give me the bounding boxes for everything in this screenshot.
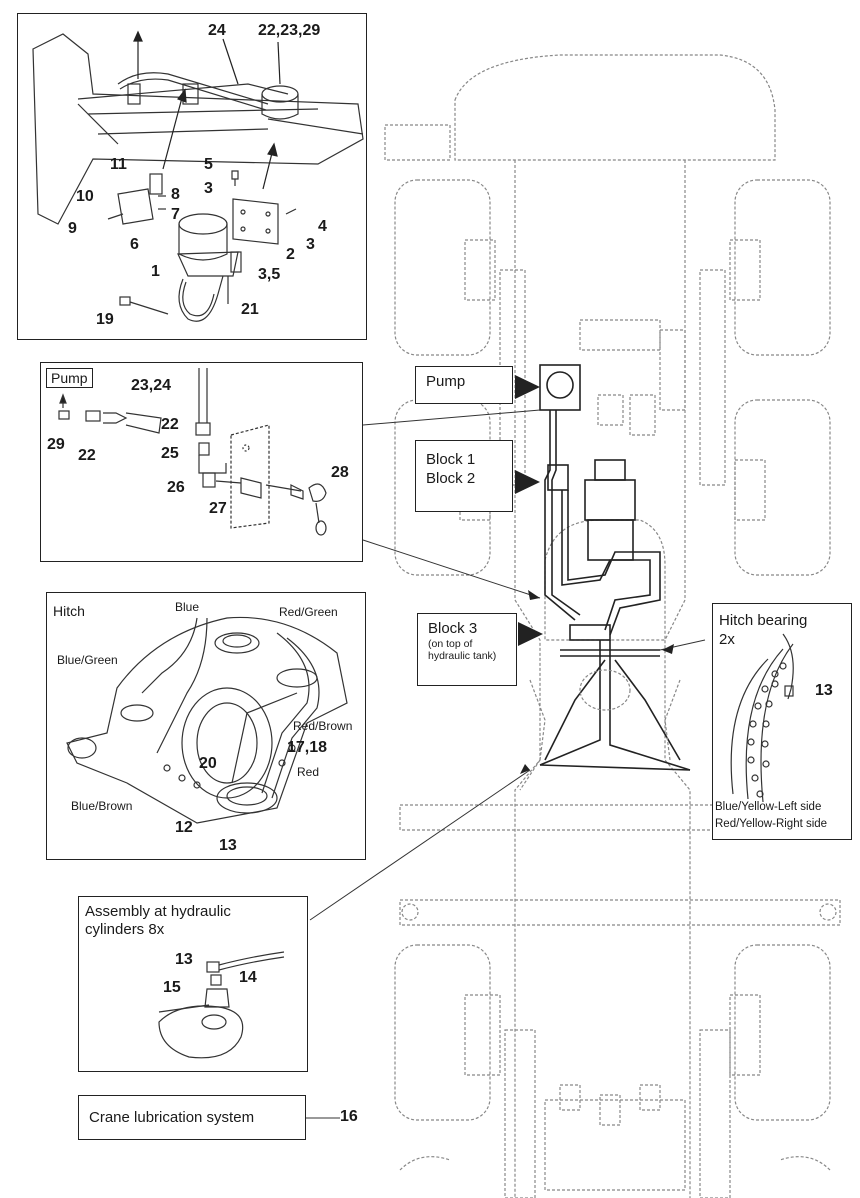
hitch-bearing-count: 2x: [719, 631, 735, 648]
part-number: 17,18: [287, 739, 328, 756]
part-number: 22,23,29: [258, 22, 321, 39]
hose-color-label: Blue: [175, 600, 200, 614]
part-number: 22: [78, 447, 96, 464]
part-number: 4: [318, 218, 327, 235]
hose-color-label: Blue/Brown: [71, 799, 133, 813]
hose-color-label: Red/Green: [279, 605, 338, 619]
part-number: 23,24: [131, 377, 172, 394]
part-number: 16: [340, 1108, 358, 1125]
part-number: 13: [175, 951, 193, 968]
part-number: 8: [171, 186, 180, 203]
part-number: 26: [167, 479, 185, 496]
part-number: 20: [199, 755, 217, 772]
crane-lubrication-callout: Crane lubrication system: [78, 1095, 306, 1140]
part-number: 3: [306, 236, 315, 253]
part-number: 29: [47, 436, 65, 453]
crane-lubrication-label: Crane lubrication system: [89, 1109, 255, 1126]
part-number: 12: [175, 819, 193, 836]
hitch-title: Hitch: [53, 603, 85, 619]
hitch-panel: Hitch Blue Red/Green Blue/Green Red/Brow…: [46, 592, 366, 860]
cylinder-assembly-title: Assembly at hydraulic: [85, 903, 231, 920]
hitch-bearing-drawing: [730, 633, 794, 803]
part-number: 14: [239, 969, 257, 986]
part-number: 22: [161, 416, 179, 433]
part-number: 13: [815, 682, 833, 699]
cylinder-assembly-panel: Assembly at hydraulic cylinders 8x 13 14…: [78, 896, 308, 1072]
bearing-note: Blue/Yellow-Left side: [715, 801, 822, 813]
cylinder-assembly-title: cylinders 8x: [85, 921, 165, 938]
part-number: 3,5: [258, 266, 281, 283]
pump-detail-title: Pump: [46, 368, 93, 388]
part-number: 6: [130, 236, 139, 253]
part-number: 5: [204, 156, 213, 173]
cylinder-assembly-drawing: [158, 951, 285, 1059]
hitch-bearing-panel: Hitch bearing 2x 13 Blue/Yellow-Left sid…: [712, 603, 852, 840]
pump-mounting-drawing: [32, 30, 364, 322]
pump-callout-label: Pump: [426, 373, 466, 390]
block2-label: Block 2: [426, 470, 476, 487]
part-number: 27: [209, 500, 227, 517]
block3-label: Block 3: [428, 620, 478, 637]
part-number: 1: [151, 263, 160, 280]
part-number: 11: [110, 156, 127, 173]
part-number: 7: [171, 206, 180, 223]
part-number: 24: [208, 22, 226, 39]
pump-detail-drawing: [58, 368, 327, 536]
part-number: 21: [241, 301, 259, 318]
hose-color-label: Blue/Green: [57, 653, 118, 667]
bearing-note: Red/Yellow-Right side: [715, 818, 828, 830]
part-number: 3: [204, 180, 213, 197]
part-number: 10: [76, 188, 94, 205]
block3-sublabel: (on top of: [428, 638, 473, 650]
block3-callout: Block 3 (on top of hydraulic tank): [417, 613, 517, 686]
part-number: 25: [161, 445, 179, 462]
hose-color-label: Red: [297, 765, 320, 779]
block1-label: Block 1: [426, 451, 476, 468]
part-number: 9: [68, 220, 77, 237]
pump-detail-panel: Pump 23,24 29 22 22 25 26 27 28: [40, 362, 363, 562]
part-number: 13: [219, 837, 237, 854]
hitch-bearing-title: Hitch bearing: [719, 612, 808, 629]
pump-mounting-panel: 24 22,23,29 11 5 3 8 10 7 9 6 4 3 2 1 3,…: [17, 13, 367, 340]
block12-callout: Block 1 Block 2: [415, 440, 513, 512]
part-number: 2: [286, 246, 295, 263]
hitch-drawing: [66, 616, 348, 824]
part-number: 28: [331, 464, 349, 481]
pump-callout: Pump: [415, 366, 513, 404]
block3-sublabel: hydraulic tank): [428, 650, 497, 662]
part-number: 15: [163, 979, 181, 996]
hose-color-label: Red/Brown: [293, 719, 353, 733]
part-number: 19: [96, 311, 114, 328]
